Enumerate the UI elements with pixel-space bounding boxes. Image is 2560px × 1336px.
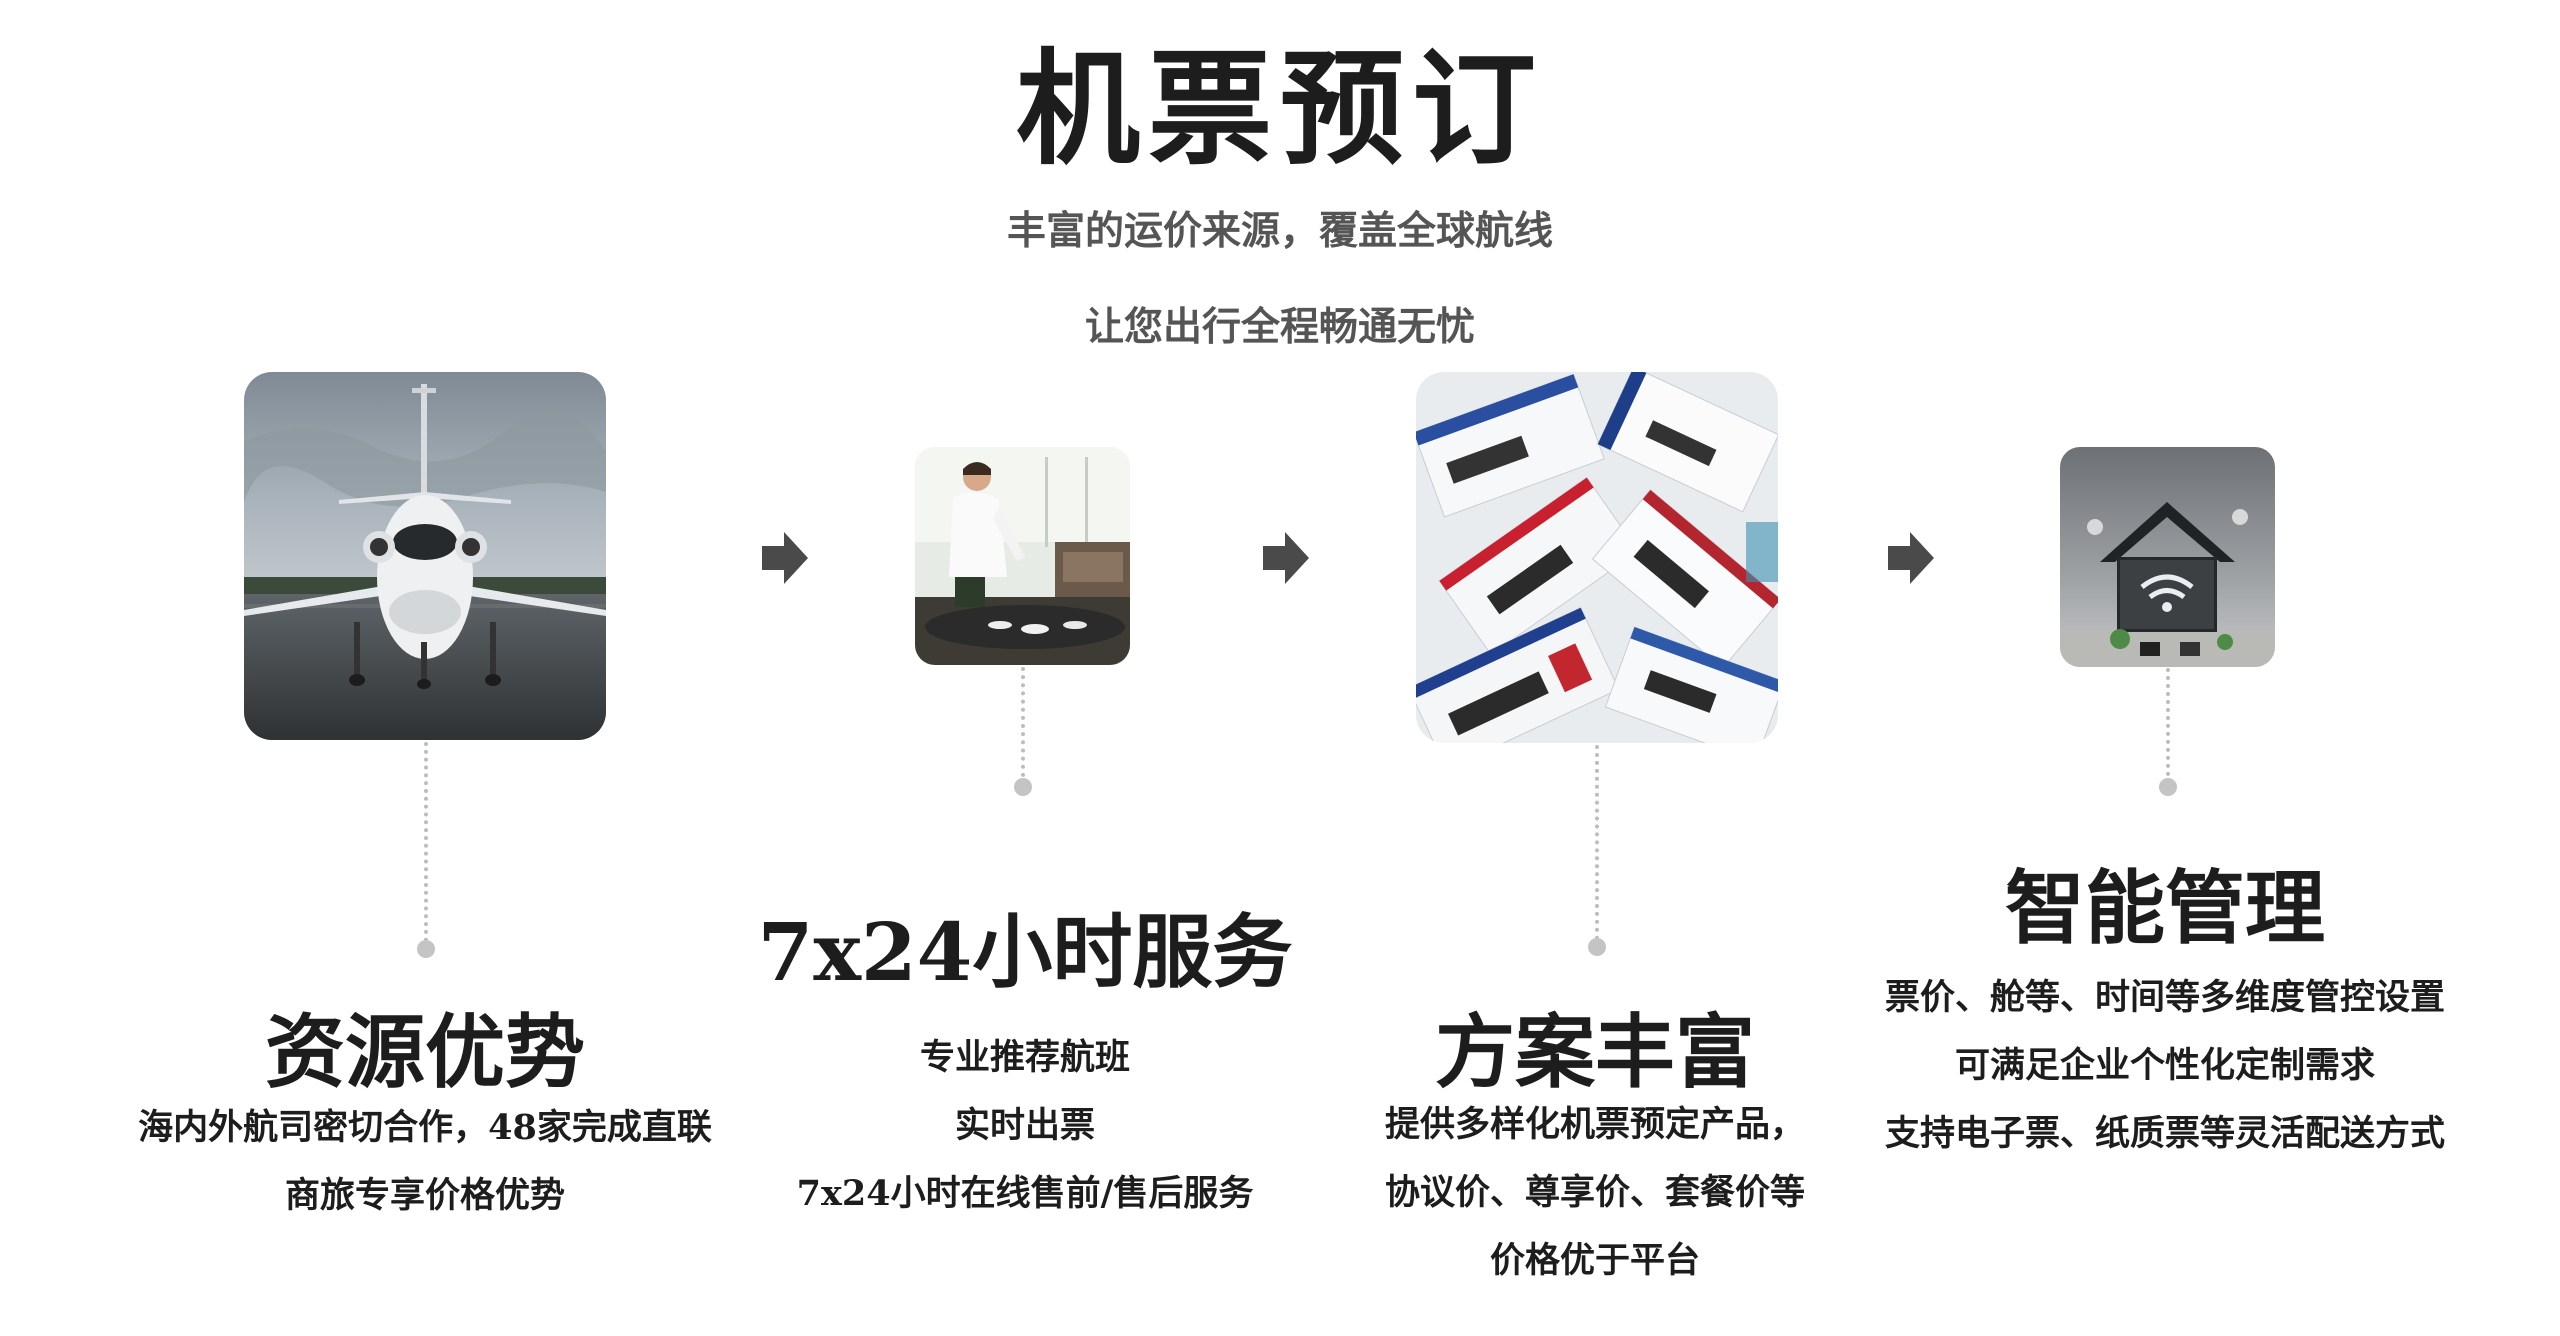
connector-dot bbox=[1588, 938, 1606, 956]
connector-dot bbox=[417, 940, 435, 958]
desc-line: 协议价、尊享价、套餐价等 bbox=[1384, 1172, 1805, 1213]
smart-home-photo bbox=[2060, 447, 2275, 667]
desc-line: 商旅专享价格优势 bbox=[284, 1175, 565, 1216]
desc-line: 海内外航司密切合作，48家完成直联 bbox=[138, 1107, 712, 1148]
connector-line bbox=[1021, 667, 1025, 777]
arrow-right-icon bbox=[1263, 532, 1309, 584]
connector-line bbox=[424, 742, 428, 942]
desc-line: 价格优于平台 bbox=[1489, 1240, 1700, 1281]
step-title-smart-management: 智能管理 bbox=[2005, 861, 2325, 955]
connector-dot bbox=[2159, 778, 2177, 796]
step-desc-solutions: 提供多样化机票预定产品， 协议价、尊享价、套餐价等 价格优于平台 bbox=[1270, 1107, 1920, 1278]
page-title: 机票预订 bbox=[1015, 37, 1544, 182]
private-jet-photo bbox=[244, 372, 606, 740]
desc-line: 实时出票 bbox=[954, 1105, 1095, 1146]
connector-dot bbox=[1014, 778, 1032, 796]
chef-service-photo bbox=[915, 447, 1130, 665]
step-title-solutions: 方案丰富 bbox=[1435, 1005, 1755, 1099]
desc-line: 专业推荐航班 bbox=[919, 1037, 1130, 1078]
arrow-right-icon bbox=[762, 532, 808, 584]
step-title-resources: 资源优势 bbox=[265, 1005, 585, 1099]
page-subtitle-2: 让您出行全程畅通无忧 bbox=[1084, 304, 1475, 350]
boarding-passes-photo bbox=[1416, 372, 1778, 743]
desc-line: 票价、舱等、时间等多维度管控设置 bbox=[1884, 977, 2445, 1018]
arrow-right-icon bbox=[1888, 532, 1934, 584]
desc-line: 7x24小时在线售前/售后服务 bbox=[796, 1173, 1254, 1214]
desc-line: 支持电子票、纸质票等灵活配送方式 bbox=[1884, 1113, 2445, 1154]
step-title-service: 7x24小时服务 bbox=[757, 905, 1293, 999]
desc-line: 可满足企业个性化定制需求 bbox=[1954, 1045, 2375, 1086]
desc-line: 提供多样化机票预定产品， bbox=[1384, 1104, 1805, 1145]
step-desc-service: 专业推荐航班 实时出票 7x24小时在线售前/售后服务 bbox=[700, 1040, 1350, 1211]
step-desc-smart-management: 票价、舱等、时间等多维度管控设置 可满足企业个性化定制需求 支持电子票、纸质票等… bbox=[1840, 980, 2490, 1151]
connector-line bbox=[2166, 668, 2170, 776]
step-desc-resources: 海内外航司密切合作，48家完成直联 商旅专享价格优势 bbox=[60, 1110, 790, 1213]
connector-line bbox=[1595, 745, 1599, 940]
page-subtitle-1: 丰富的运价来源，覆盖全球航线 bbox=[1006, 208, 1553, 254]
